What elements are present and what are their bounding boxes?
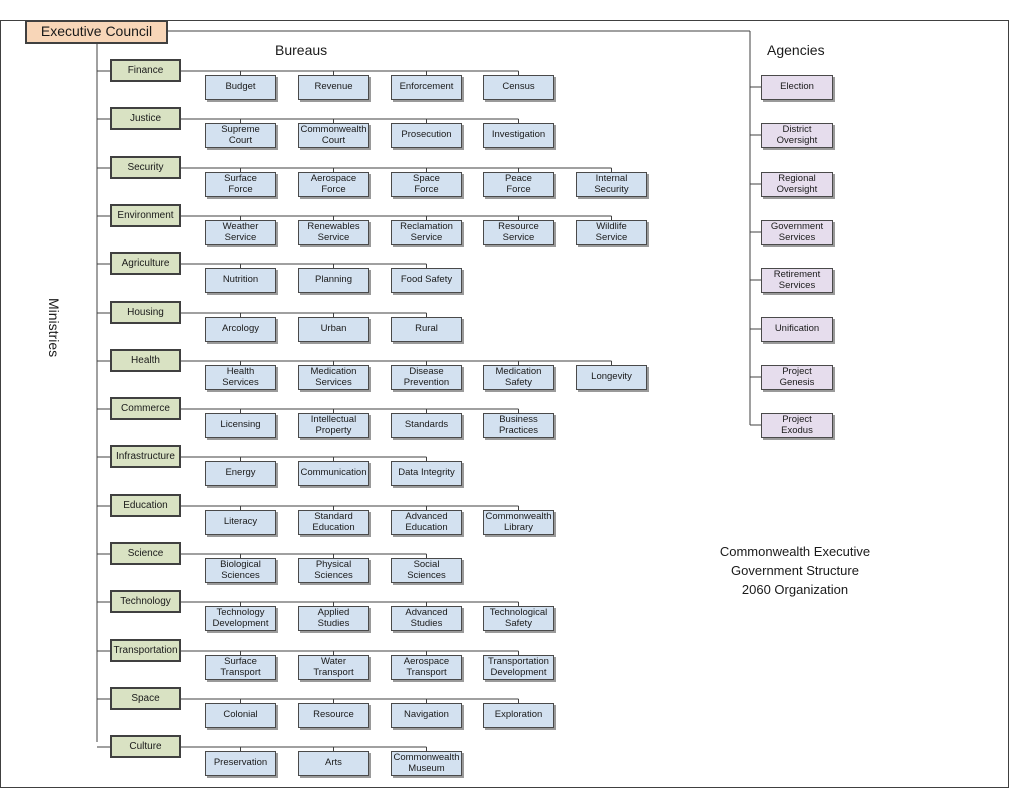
bureau-finance-census: Census — [483, 75, 554, 100]
bureau-technology-advanced-studies: Advanced Studies — [391, 606, 462, 631]
bureau-housing-rural: Rural — [391, 317, 462, 342]
ministry-technology: Technology — [110, 590, 181, 613]
agencies-heading: Agencies — [767, 42, 825, 58]
ministry-housing: Housing — [110, 301, 181, 324]
bureau-culture-preservation: Preservation — [205, 751, 276, 776]
bureau-space-colonial: Colonial — [205, 703, 276, 728]
bureau-technology-technological-safety: Technological Safety — [483, 606, 554, 631]
agency-district-oversight: District Oversight — [761, 123, 833, 148]
bureau-transportation-transportation-development: Transportation Development — [483, 655, 554, 680]
ministry-health: Health — [110, 349, 181, 372]
bureau-security-space-force: Space Force — [391, 172, 462, 197]
ministry-agriculture: Agriculture — [110, 252, 181, 275]
bureau-health-longevity: Longevity — [576, 365, 647, 390]
bureau-space-exploration: Exploration — [483, 703, 554, 728]
bureaus-heading: Bureaus — [275, 42, 328, 58]
bureau-science-biological-sciences: Biological Sciences — [205, 558, 276, 583]
bureau-technology-technology-development: Technology Development — [205, 606, 276, 631]
bureau-security-internal-security: Internal Security — [576, 172, 647, 197]
ministry-education: Education — [110, 494, 181, 517]
bureau-justice-supreme-court: Supreme Court — [205, 123, 276, 148]
bureau-security-surface-force: Surface Force — [205, 172, 276, 197]
ministry-security: Security — [110, 156, 181, 179]
caption-line-1: Commonwealth Executive — [719, 544, 871, 559]
bureau-housing-arcology: Arcology — [205, 317, 276, 342]
bureau-justice-commonwealth-court: Commonwealth Court — [298, 123, 369, 148]
bureau-finance-enforcement: Enforcement — [391, 75, 462, 100]
ministry-culture: Culture — [110, 735, 181, 758]
bureau-space-navigation: Navigation — [391, 703, 462, 728]
bureau-education-literacy: Literacy — [205, 510, 276, 535]
bureau-technology-applied-studies: Applied Studies — [298, 606, 369, 631]
bureau-security-aerospace-force: Aerospace Force — [298, 172, 369, 197]
bureau-education-standard-education: Standard Education — [298, 510, 369, 535]
bureau-science-social-sciences: Social Sciences — [391, 558, 462, 583]
caption-line-3: 2060 Organization — [741, 581, 849, 597]
bureau-education-commonwealth-library: Commonwealth Library — [483, 510, 554, 535]
bureau-transportation-water-transport: Water Transport — [298, 655, 369, 680]
caption-line-2: Government Structure — [731, 562, 859, 578]
bureau-commerce-intellectual-property: Intellectual Property — [298, 413, 369, 438]
bureau-justice-prosecution: Prosecution — [391, 123, 462, 148]
agency-election: Election — [761, 75, 833, 100]
bureau-justice-investigation: Investigation — [483, 123, 554, 148]
ministry-environment: Environment — [110, 204, 181, 227]
bureau-commerce-standards: Standards — [391, 413, 462, 438]
ministries-vertical-label: Ministries — [46, 298, 62, 358]
ministry-science: Science — [110, 542, 181, 565]
bureau-housing-urban: Urban — [298, 317, 369, 342]
bureau-transportation-aerospace-transport: Aerospace Transport — [391, 655, 462, 680]
bureau-culture-arts: Arts — [298, 751, 369, 776]
bureau-environment-renewables-service: Renewables Service — [298, 220, 369, 245]
bureau-infrastructure-energy: Energy — [205, 461, 276, 486]
executive-council-box: Executive Council — [25, 20, 168, 44]
bureau-agriculture-nutrition: Nutrition — [205, 268, 276, 293]
bureau-infrastructure-data-integrity: Data Integrity — [391, 461, 462, 486]
agency-unification: Unification — [761, 317, 833, 342]
bureau-agriculture-food-safety: Food Safety — [391, 268, 462, 293]
bureau-space-resource: Resource — [298, 703, 369, 728]
bureau-infrastructure-communication: Communication — [298, 461, 369, 486]
bureau-finance-revenue: Revenue — [298, 75, 369, 100]
bureau-finance-budget: Budget — [205, 75, 276, 100]
agency-project-genesis: Project Genesis — [761, 365, 833, 390]
outer-frame — [0, 20, 1009, 788]
ministry-transportation: Transportation — [110, 639, 181, 662]
bureau-environment-wildlife-service: Wildlife Service — [576, 220, 647, 245]
ministry-commerce: Commerce — [110, 397, 181, 420]
ministry-space: Space — [110, 687, 181, 710]
bureau-security-peace-force: Peace Force — [483, 172, 554, 197]
bureau-transportation-surface-transport: Surface Transport — [205, 655, 276, 680]
ministry-justice: Justice — [110, 107, 181, 130]
bureau-commerce-business-practices: Business Practices — [483, 413, 554, 438]
bureau-health-health-services: Health Services — [205, 365, 276, 390]
bureau-science-physical-sciences: Physical Sciences — [298, 558, 369, 583]
agency-government-services: Government Services — [761, 220, 833, 245]
bureau-agriculture-planning: Planning — [298, 268, 369, 293]
agency-regional-oversight: Regional Oversight — [761, 172, 833, 197]
ministry-finance: Finance — [110, 59, 181, 82]
bureau-environment-reclamation-service: Reclamation Service — [391, 220, 462, 245]
bureau-education-advanced-education: Advanced Education — [391, 510, 462, 535]
agency-project-exodus: Project Exodus — [761, 413, 833, 438]
chart-caption: Commonwealth Executive Government Struct… — [690, 543, 900, 600]
bureau-health-medication-safety: Medication Safety — [483, 365, 554, 390]
ministry-infrastructure: Infrastructure — [110, 445, 181, 468]
bureau-health-disease-prevention: Disease Prevention — [391, 365, 462, 390]
bureau-health-medication-services: Medication Services — [298, 365, 369, 390]
bureau-environment-weather-service: Weather Service — [205, 220, 276, 245]
bureau-environment-resource-service: Resource Service — [483, 220, 554, 245]
bureau-culture-commonwealth-museum: Commonwealth Museum — [391, 751, 462, 776]
bureau-commerce-licensing: Licensing — [205, 413, 276, 438]
agency-retirement-services: Retirement Services — [761, 268, 833, 293]
